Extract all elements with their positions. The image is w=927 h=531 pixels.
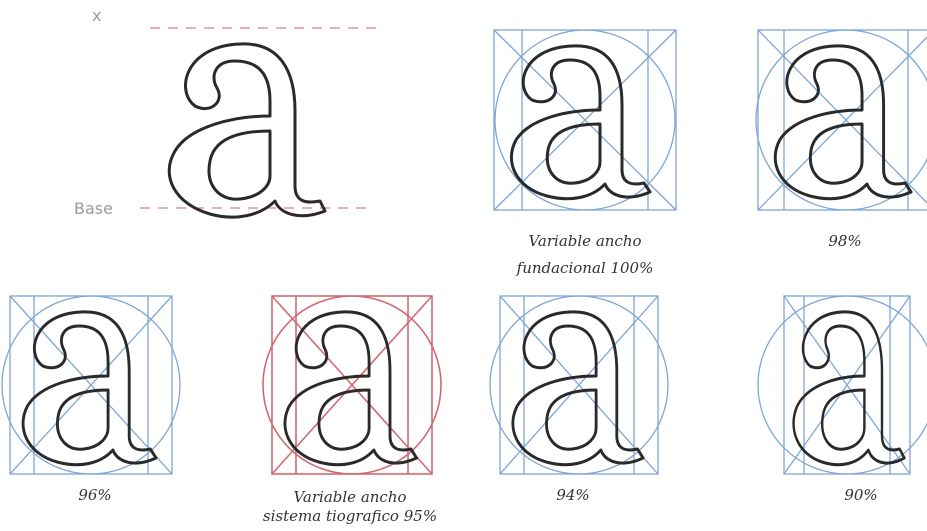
caption-95: Variable ancho sistema tiografico 95%	[250, 488, 450, 526]
caption-96: 96%	[50, 482, 140, 509]
caption-line-1: Variable ancho	[490, 228, 680, 255]
caption-100: Variable ancho fundacional 100%	[490, 228, 680, 282]
caption-line-2: fundacional 100%	[490, 255, 680, 282]
construction-grid	[758, 296, 927, 474]
caption-90: 90%	[816, 482, 906, 509]
variant-94-panel	[500, 296, 658, 474]
variant-96-panel	[10, 296, 172, 474]
letter-a-sketch	[511, 46, 650, 199]
variant-98-panel	[758, 30, 927, 210]
caption-94: 94%	[528, 482, 618, 509]
variant-95-panel	[272, 296, 432, 474]
caption-line-2: sistema tiografico 95%	[250, 507, 450, 526]
variant-90-panel	[784, 296, 910, 474]
reference-sketch	[130, 18, 380, 218]
caption-98: 98%	[800, 228, 890, 255]
letter-a-sketch	[169, 44, 325, 217]
caption-line-1: Variable ancho	[250, 488, 450, 507]
x-height-label: x	[92, 6, 101, 25]
baseline-label: Base	[74, 199, 113, 218]
variant-100-panel	[494, 30, 676, 210]
